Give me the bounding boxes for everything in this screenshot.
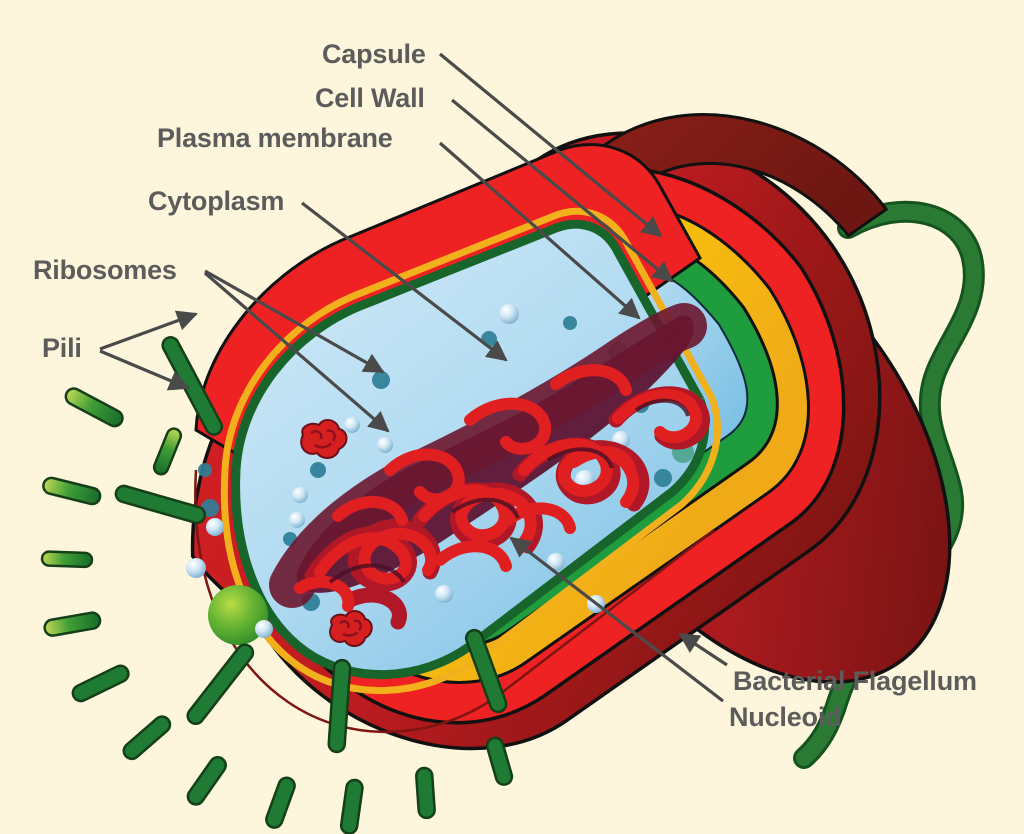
leader-lines xyxy=(99,52,728,703)
bacterial-flagellum xyxy=(793,200,985,769)
nucleoid-leader xyxy=(509,536,724,703)
nucleoid xyxy=(269,303,710,630)
capsule-leader xyxy=(438,52,663,238)
label-bacterial-flagellum: Bacterial Flagellum xyxy=(733,666,977,696)
flagellum-leader xyxy=(678,632,728,667)
label-capsule: Capsule xyxy=(322,39,426,69)
pili-leader-a xyxy=(99,310,198,351)
plasma-leader xyxy=(438,141,641,320)
cytoplasm-leader xyxy=(301,201,508,362)
ribosome xyxy=(300,419,373,647)
pili-leader-b xyxy=(99,349,190,391)
storage-granule xyxy=(208,585,268,645)
label-cell-wall: Cell Wall xyxy=(315,83,425,113)
label-nucleoid: Nucleoid xyxy=(729,702,842,732)
label-ribosomes: Ribosomes xyxy=(33,255,177,285)
label-plasma-membrane: Plasma membrane xyxy=(157,123,393,153)
label-pili: Pili xyxy=(42,333,82,363)
label-cytoplasm: Cytoplasm xyxy=(148,186,285,216)
cell-wall-leader xyxy=(450,98,674,283)
ribosomes-leader-b xyxy=(203,271,390,433)
cytoplasm-contents xyxy=(186,303,710,647)
pili-group-front xyxy=(40,336,514,834)
ribosomes-leader-a xyxy=(204,269,385,374)
